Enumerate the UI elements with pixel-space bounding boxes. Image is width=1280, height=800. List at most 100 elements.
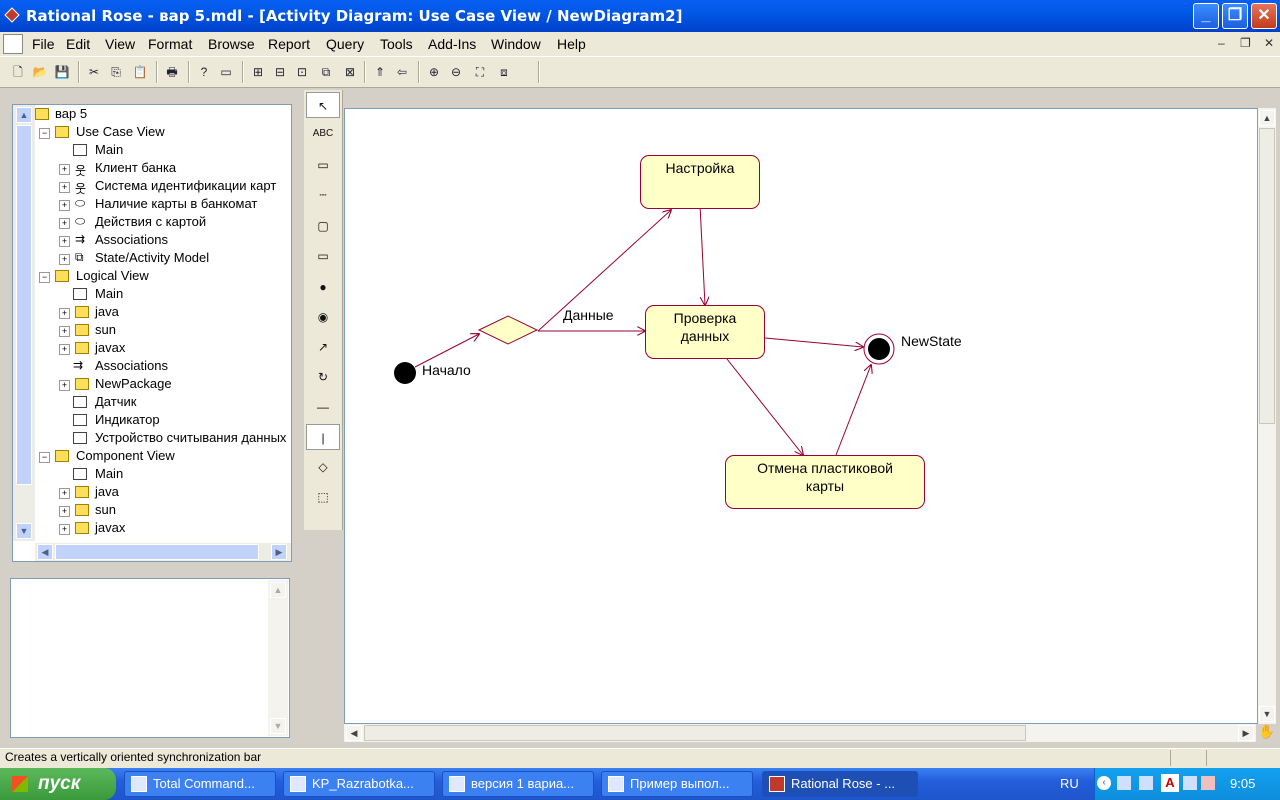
mdi-minimize-button[interactable]: – bbox=[1218, 36, 1225, 50]
tree-scroll-thumb[interactable] bbox=[16, 125, 32, 485]
expand-icon[interactable]: + bbox=[59, 218, 70, 229]
scroll-down-arrow-icon[interactable]: ▼ bbox=[270, 718, 286, 734]
menu-query[interactable]: Query bbox=[326, 36, 365, 52]
scroll-up-arrow-icon[interactable]: ▲ bbox=[270, 582, 286, 598]
expand-icon[interactable]: + bbox=[59, 380, 70, 391]
browse-component-icon[interactable]: ⊡ bbox=[296, 65, 308, 79]
canvas-vertical-scrollbar[interactable]: ▲ ▼ bbox=[1258, 108, 1276, 724]
text-box-tool-icon[interactable]: ABC bbox=[312, 128, 334, 139]
state-transition-tool-icon[interactable]: ↗ bbox=[317, 340, 329, 354]
transition-setup-to-check[interactable] bbox=[699, 204, 705, 305]
end-state-tool-icon[interactable]: ◉ bbox=[317, 310, 329, 324]
maximize-button[interactable]: ❐ bbox=[1222, 3, 1248, 29]
expand-icon[interactable]: + bbox=[59, 164, 70, 175]
vertical-sync-tool-icon[interactable]: | bbox=[306, 424, 340, 450]
network-icon[interactable] bbox=[1117, 776, 1131, 790]
view-doc-icon[interactable]: ▭ bbox=[220, 65, 232, 79]
canvas-scroll-thumb[interactable] bbox=[1259, 128, 1275, 424]
scroll-down-arrow-icon[interactable]: ▼ bbox=[1259, 706, 1275, 722]
zoom-in-icon[interactable]: ⊕ bbox=[428, 65, 440, 79]
task-rational-rose[interactable]: Rational Rose - ... bbox=[762, 771, 918, 797]
activity-tool-icon[interactable]: ▢ bbox=[317, 219, 329, 233]
start-state-tool-icon[interactable]: ● bbox=[319, 280, 327, 294]
menu-window[interactable]: Window bbox=[491, 36, 541, 52]
scroll-right-arrow-icon[interactable]: ▶ bbox=[271, 544, 287, 560]
state-check-data[interactable]: Проверка данных bbox=[645, 305, 765, 359]
browse-class-diagram-icon[interactable]: ⊞ bbox=[252, 65, 264, 79]
close-button[interactable]: ✕ bbox=[1251, 3, 1277, 29]
start-button[interactable]: пуск bbox=[0, 768, 116, 800]
transition-decision-to-setup[interactable] bbox=[537, 210, 671, 332]
note-tool-icon[interactable]: ▭ bbox=[317, 158, 329, 172]
expand-icon[interactable]: + bbox=[59, 236, 70, 247]
documentation-pane[interactable] bbox=[10, 578, 290, 738]
mdi-close-button[interactable]: ✕ bbox=[1264, 36, 1275, 50]
language-indicator[interactable]: RU bbox=[1060, 776, 1079, 791]
display-icon[interactable] bbox=[1183, 776, 1197, 790]
task-kp-razrabotka[interactable]: KP_Razrabotka... bbox=[283, 771, 435, 797]
swimlane-tool-icon[interactable]: ⬚ bbox=[317, 490, 329, 504]
expand-icon[interactable]: + bbox=[59, 344, 70, 355]
browse-deployment-icon[interactable]: ⊠ bbox=[344, 65, 356, 79]
minimize-button[interactable]: _ bbox=[1193, 3, 1219, 29]
transition-start-to-decision[interactable] bbox=[414, 334, 479, 368]
scroll-left-arrow-icon[interactable]: ◀ bbox=[37, 544, 53, 560]
transition-to-self-tool-icon[interactable]: ↻ bbox=[317, 370, 329, 384]
pan-hand-icon[interactable]: ✋ bbox=[1258, 724, 1276, 739]
transition-cancel-to-end[interactable] bbox=[835, 365, 871, 456]
scroll-left-arrow-icon[interactable]: ◀ bbox=[346, 725, 362, 741]
expand-icon[interactable]: + bbox=[59, 506, 70, 517]
menu-tools[interactable]: Tools bbox=[380, 36, 413, 52]
diagram-canvas[interactable]: Настройка Проверка данных Отмена пластик… bbox=[344, 108, 1258, 724]
anchor-note-tool-icon[interactable]: ┄ bbox=[319, 188, 327, 202]
print-icon[interactable]: 🖶 bbox=[166, 65, 178, 79]
tray-expand-icon[interactable]: ‹ bbox=[1097, 776, 1111, 790]
expand-icon[interactable]: + bbox=[59, 200, 70, 211]
antivirus-icon[interactable]: A bbox=[1161, 774, 1179, 792]
menu-report[interactable]: Report bbox=[268, 36, 311, 52]
new-file-icon[interactable]: 🗋 bbox=[13, 65, 23, 79]
zoom-out-icon[interactable]: ⊖ bbox=[450, 65, 462, 79]
scroll-up-arrow-icon[interactable]: ▲ bbox=[16, 107, 32, 123]
menu-help[interactable]: Help bbox=[557, 36, 586, 52]
decision-tool-icon[interactable]: ◇ bbox=[318, 460, 328, 474]
horizontal-sync-tool-icon[interactable]: — bbox=[317, 400, 329, 414]
task-total-commander[interactable]: Total Command... bbox=[124, 771, 276, 797]
browser-tree[interactable]: ▲ ▼ ◀ ▶ вар 5 − Use Case View Main + 웃 К… bbox=[12, 104, 292, 562]
save-icon[interactable]: 💾 bbox=[54, 65, 70, 79]
browse-interaction-icon[interactable]: ⊟ bbox=[274, 65, 286, 79]
expand-icon[interactable]: + bbox=[59, 308, 70, 319]
usb-icon[interactable] bbox=[1139, 776, 1153, 790]
tree-hscroll-thumb[interactable] bbox=[55, 544, 259, 560]
start-state[interactable] bbox=[394, 362, 416, 384]
canvas-hscroll-thumb[interactable] bbox=[364, 725, 1026, 741]
scroll-up-arrow-icon[interactable]: ▲ bbox=[1259, 110, 1275, 126]
tree-vertical-scrollbar[interactable]: ▲ ▼ bbox=[13, 105, 35, 541]
menu-view[interactable]: View bbox=[105, 36, 136, 52]
selection-tool-icon[interactable]: ↖ bbox=[306, 92, 340, 118]
cut-icon[interactable]: ✂ bbox=[88, 65, 100, 79]
expand-icon[interactable]: + bbox=[59, 326, 70, 337]
open-folder-icon[interactable]: 📂 bbox=[32, 65, 48, 79]
documentation-scrollbar[interactable]: ▲ ▼ bbox=[268, 580, 288, 736]
state-tool-icon[interactable]: ▭ bbox=[317, 249, 329, 263]
tree-horizontal-scrollbar[interactable]: ◀ ▶ bbox=[35, 543, 291, 561]
context-help-icon[interactable]: ? bbox=[200, 65, 208, 79]
document-window-icon[interactable] bbox=[3, 34, 23, 54]
transition-check-to-cancel[interactable] bbox=[726, 358, 803, 455]
decision-diamond[interactable] bbox=[477, 315, 539, 345]
browse-state-icon[interactable]: ⧉ bbox=[321, 65, 331, 79]
collapse-icon[interactable]: − bbox=[39, 128, 50, 139]
clock[interactable]: 9:05 bbox=[1230, 776, 1256, 791]
browse-previous-icon[interactable]: ⇦ bbox=[396, 65, 408, 79]
tray-app-icon[interactable] bbox=[1201, 776, 1215, 790]
collapse-icon[interactable]: − bbox=[39, 272, 50, 283]
copy-icon[interactable]: ⎘ bbox=[111, 65, 121, 79]
menu-edit[interactable]: Edit bbox=[66, 36, 91, 52]
expand-icon[interactable]: + bbox=[59, 488, 70, 499]
menu-format[interactable]: Format bbox=[148, 36, 193, 52]
menu-file[interactable]: File bbox=[32, 36, 55, 52]
fit-in-window-icon[interactable]: ⛶ bbox=[475, 65, 485, 79]
scroll-down-arrow-icon[interactable]: ▼ bbox=[16, 523, 32, 539]
expand-icon[interactable]: + bbox=[59, 524, 70, 535]
